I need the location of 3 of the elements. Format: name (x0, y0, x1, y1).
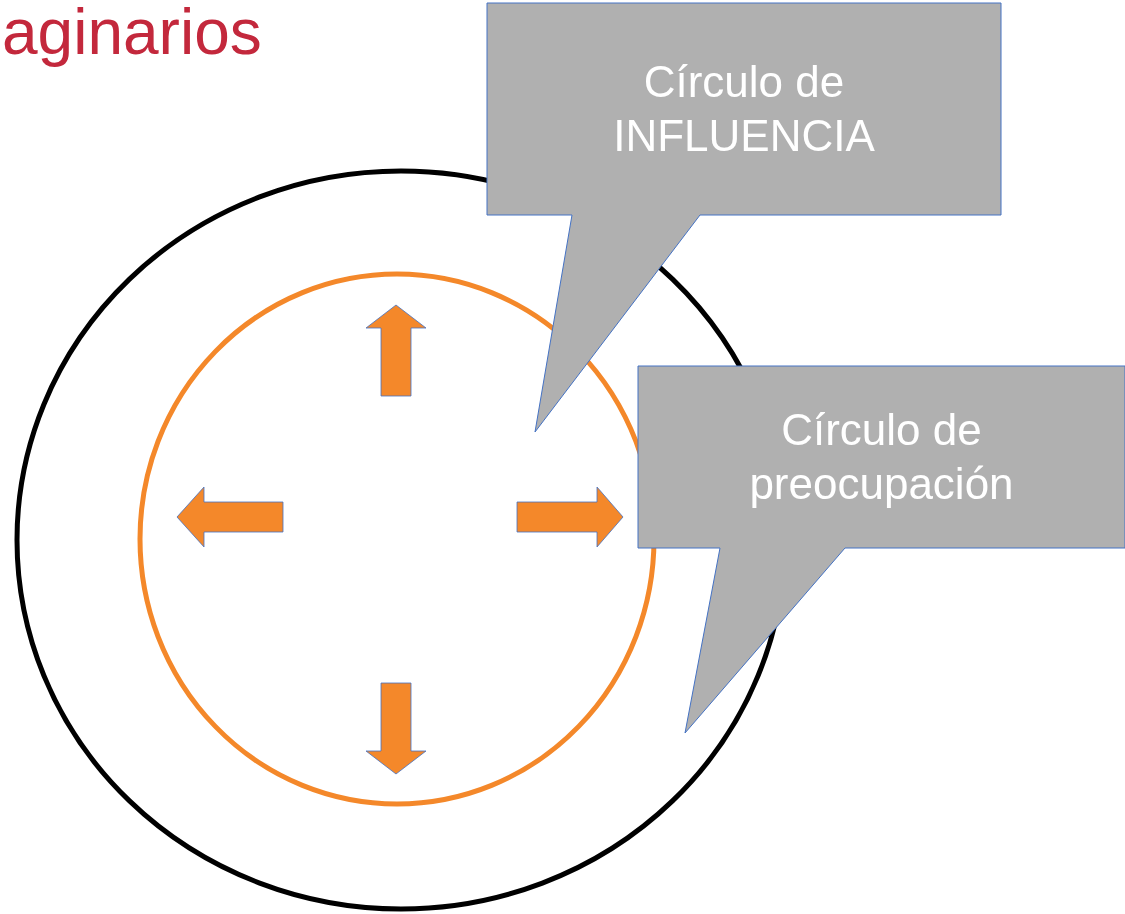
callout-text: Círculo de preocupación (748, 404, 1015, 510)
callout-text: Círculo de INFLUENCIA (612, 56, 876, 162)
heading: aginarios (2, 0, 262, 70)
